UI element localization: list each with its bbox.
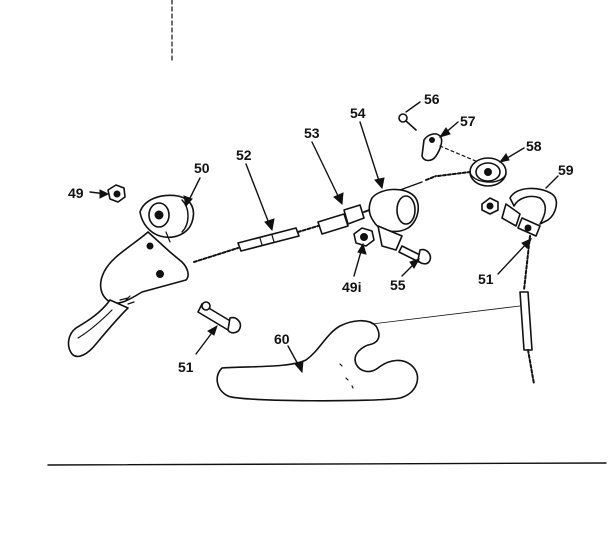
part-labels: 49 50 52 53 54 56 57 58 59 49i 55 51 51 … — [68, 91, 574, 375]
part-50-lever-assembly — [67, 194, 195, 358]
label-57: 57 — [460, 113, 476, 129]
label-56: 56 — [424, 91, 440, 107]
leader-lines — [89, 101, 559, 374]
label-54: 54 — [350, 105, 366, 121]
label-50: 50 — [194, 160, 210, 176]
part-56-screw — [398, 113, 417, 131]
part-58-pulley — [437, 157, 507, 187]
label-60: 60 — [274, 331, 290, 347]
label-51-left: 51 — [178, 359, 194, 375]
label-58: 58 — [526, 138, 542, 154]
label-51-right: 51 — [478, 271, 494, 287]
part-52-sleeve — [237, 225, 319, 252]
part-49i-nut — [353, 227, 375, 247]
part-57-link — [421, 133, 479, 163]
label-52: 52 — [236, 147, 252, 163]
part-60-wrench — [216, 319, 419, 402]
label-59: 59 — [558, 162, 574, 178]
label-55: 55 — [390, 277, 406, 293]
part-49-nut — [107, 184, 126, 203]
label-49: 49 — [68, 185, 84, 201]
part-51-cable-right — [519, 235, 535, 385]
label-53: 53 — [304, 125, 320, 141]
bottom-rule — [47, 462, 607, 466]
part-51-bolt-left — [197, 301, 242, 334]
cable-main — [193, 247, 239, 263]
part-59-yoke — [481, 187, 558, 237]
part-54-bracket — [368, 175, 437, 251]
part-55-bolt — [398, 245, 432, 265]
label-49i: 49i — [342, 279, 361, 295]
